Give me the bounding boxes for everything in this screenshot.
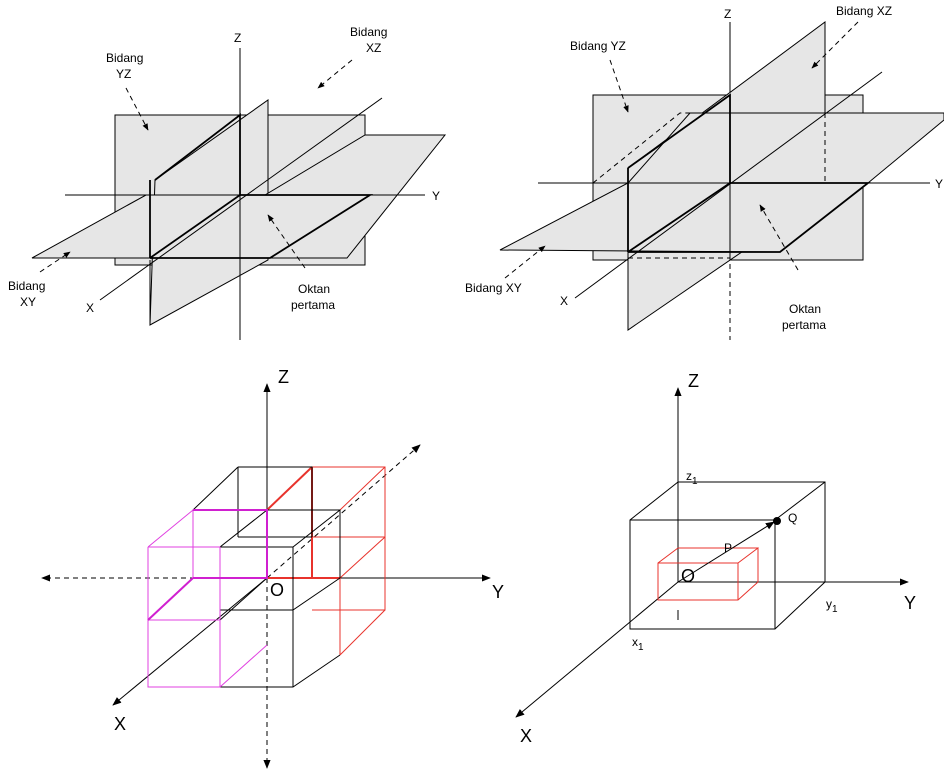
arrow-bidang-xy [39,251,71,273]
arrow-bidang-xz [317,59,353,89]
arrow-oktan [267,214,306,269]
label-oktan-2: pertama [782,318,826,332]
label-y: Y [492,582,504,602]
arrow-bidang-yz [125,87,149,131]
label-bidang-xy-2: XY [20,295,36,309]
label-bidang-yz: Bidang YZ [570,39,626,53]
label-y: Y [904,593,916,613]
box-p [657,547,759,601]
box-q-top-back [678,481,826,582]
label-bidang-xz: Bidang XZ [836,4,892,18]
box-q-front [629,481,826,630]
label-x: X [520,726,532,746]
label-z1: z1 [686,469,698,487]
label-origin: O [270,580,284,600]
arrow-bidang-yz [609,59,629,113]
octant-cubes-magenta [147,508,268,688]
x-axis-negative [266,444,421,579]
point-q [773,517,781,525]
box-q-edge [774,481,826,521]
x-axis [574,71,883,299]
label-x: X [114,714,126,734]
label-z: Z [278,367,289,387]
vector-oq [677,521,775,583]
label-y: Y [432,189,440,203]
label-y: Y [935,177,943,191]
panel-planes-left: Z Y X Bidang YZ Bidang XZ Bidang XY Okta… [8,25,447,340]
label-bidang-xy-1: Bidang [8,279,45,293]
label-q: Q [788,511,797,525]
label-bidang-yz-1: Bidang [106,51,143,65]
label-x: X [560,294,568,308]
label-bidang-xy: Bidang XY [465,281,522,295]
arrow-bidang-xz [811,21,859,69]
plane-xz-top-edge [627,93,731,183]
label-oktan-2: pertama [291,298,335,312]
label-y1: y1 [826,597,838,615]
label-z: Z [234,31,241,45]
label-z: Z [688,371,699,391]
x-axis-positive [112,577,268,706]
label-origin: O [681,566,695,586]
panel-octants-cubes: Z Y X O [41,367,504,769]
hidden-edge-back [592,112,868,184]
panel-planes-right: Z Y X Bidang YZ Bidang XZ Bidang XY Okta… [465,4,944,340]
label-x: X [86,301,94,315]
label-bidang-xz-1: Bidang [350,25,387,39]
label-bidang-xz-2: XZ [366,41,381,55]
label-oktan-1: Oktan [789,302,821,316]
panel-point-coordinates: Z Y X O P Q x1 y1 z1 [515,371,916,746]
x-axis [99,97,383,301]
arrow-oktan [759,204,799,271]
label-p: P [724,541,732,555]
x-axis [515,581,679,718]
arrow-bidang-xy [504,245,546,279]
box-q-top-front [630,519,776,629]
octant-cubes-red [266,466,386,656]
label-bidang-yz-2: YZ [116,67,131,81]
label-z: Z [724,7,731,21]
label-oktan-1: Oktan [298,282,330,296]
label-x1: x1 [632,635,644,653]
plane-xz-top-edge [154,113,241,195]
